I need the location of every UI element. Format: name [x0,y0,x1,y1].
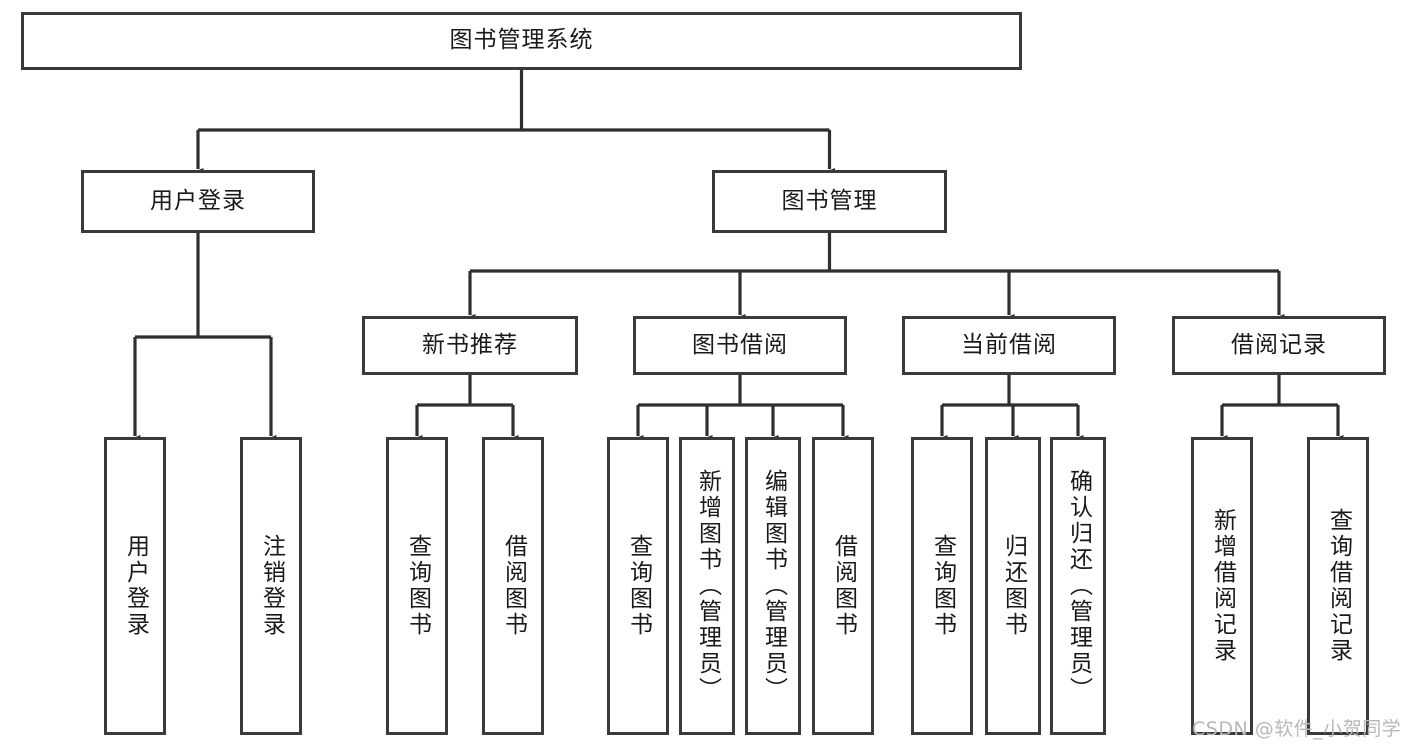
node-borrow-record-label: 借阅记录 [1231,331,1327,358]
node-leaf-confirm-return-label: 确认归还（管理员） [1065,469,1092,703]
node-leaf-query-book-cur[interactable]: 查询图书 [911,437,973,735]
node-leaf-return-book[interactable]: 归还图书 [985,437,1041,735]
node-leaf-query-book[interactable]: 查询图书 [607,437,669,735]
node-leaf-borrow-book-label: 借阅图书 [830,534,857,638]
node-leaf-add-record[interactable]: 新增借阅记录 [1191,437,1253,735]
node-leaf-user-logout-label: 注销登录 [258,534,285,638]
node-leaf-borrow-book-rec-label: 借阅图书 [500,534,527,638]
node-book-manage-label: 图书管理 [781,187,878,214]
node-leaf-user-login-label: 用户登录 [122,534,149,638]
node-leaf-user-login[interactable]: 用户登录 [104,437,166,735]
node-book-borrow[interactable]: 图书借阅 [633,316,847,375]
node-leaf-borrow-book-rec[interactable]: 借阅图书 [482,437,544,735]
csdn-watermark: CSDN @软件_小贺同学 [1192,718,1402,740]
node-leaf-user-logout[interactable]: 注销登录 [240,437,302,735]
node-borrow-record[interactable]: 借阅记录 [1172,316,1386,375]
node-new-book-rec-label: 新书推荐 [422,331,518,358]
node-root-label: 图书管理系统 [449,27,594,54]
node-leaf-query-book-cur-label: 查询图书 [929,534,956,638]
node-leaf-edit-book-label: 编辑图书（管理员） [760,469,787,703]
node-leaf-add-book[interactable]: 新增图书（管理员） [679,437,735,735]
node-user-login-label: 用户登录 [150,187,246,214]
node-book-borrow-label: 图书借阅 [692,331,788,358]
node-leaf-add-record-label: 新增借阅记录 [1209,508,1236,664]
node-current-borrow-label: 当前借阅 [961,331,1057,358]
node-current-borrow[interactable]: 当前借阅 [902,316,1116,375]
node-leaf-query-record[interactable]: 查询借阅记录 [1307,437,1369,735]
node-leaf-query-book-rec[interactable]: 查询图书 [386,437,448,735]
node-new-book-rec[interactable]: 新书推荐 [362,316,578,375]
node-leaf-add-book-label: 新增图书（管理员） [694,469,721,703]
node-leaf-return-book-label: 归还图书 [1000,534,1027,638]
node-root[interactable]: 图书管理系统 [21,12,1022,70]
node-leaf-query-book-rec-label: 查询图书 [404,534,431,638]
node-leaf-query-record-label: 查询借阅记录 [1325,508,1352,664]
node-leaf-edit-book[interactable]: 编辑图书（管理员） [745,437,801,735]
node-user-login[interactable]: 用户登录 [81,170,315,233]
node-book-manage[interactable]: 图书管理 [712,170,947,233]
node-leaf-query-book-label: 查询图书 [625,534,652,638]
node-leaf-borrow-book[interactable]: 借阅图书 [812,437,874,735]
node-leaf-confirm-return[interactable]: 确认归还（管理员） [1050,437,1106,735]
